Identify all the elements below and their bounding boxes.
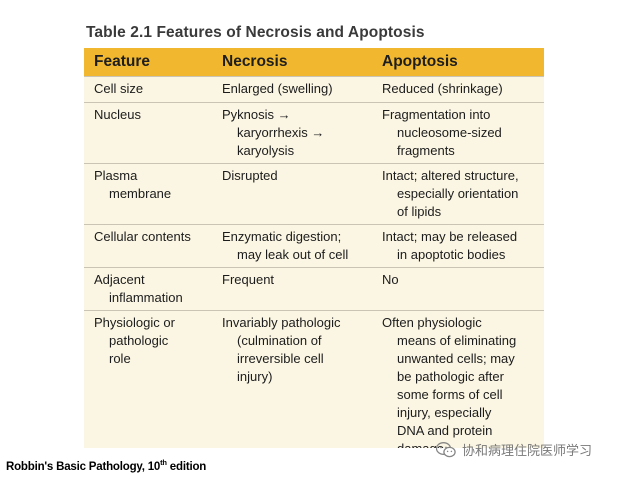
- feature-cell: Cell size: [84, 76, 212, 103]
- table-row: Adjacent inflammation Frequent No: [84, 267, 544, 311]
- features-table-container: Feature Necrosis Apoptosis Cell size Enl…: [84, 48, 544, 448]
- caption-superscript: th: [160, 458, 167, 467]
- watermark: 协和病理住院医师学习: [435, 440, 593, 459]
- source-caption: Robbin's Basic Pathology, 10th edition: [6, 458, 206, 473]
- apoptosis-text: Intact; altered structure, especially or…: [382, 168, 519, 219]
- features-table: Feature Necrosis Apoptosis Cell size Enl…: [84, 48, 544, 448]
- necrosis-text: Enlarged (swelling): [222, 81, 333, 96]
- header-feature: Feature: [84, 48, 212, 77]
- necrosis-text: Pyknosis → karyorrhexis → karyolysis: [222, 107, 325, 158]
- apoptosis-text: Intact; may be released in apoptotic bod…: [382, 229, 518, 262]
- feature-cell: Plasma membrane: [84, 163, 212, 225]
- apoptosis-text: Fragmentation into nucleosome-sized frag…: [382, 107, 502, 158]
- necrosis-cell: Disrupted: [212, 163, 372, 225]
- apoptosis-cell: Reduced (shrinkage): [372, 76, 544, 103]
- necrosis-text: Disrupted: [222, 168, 278, 183]
- apoptosis-cell: Intact; may be released in apoptotic bod…: [372, 224, 544, 268]
- feature-cell: Cellular contents: [84, 224, 212, 268]
- apoptosis-cell: Fragmentation into nucleosome-sized frag…: [372, 102, 544, 164]
- necrosis-text: Frequent: [222, 272, 275, 287]
- caption-suffix: edition: [166, 460, 207, 473]
- apoptosis-text: Reduced (shrinkage): [382, 81, 503, 96]
- feature-text: Cell size: [94, 81, 144, 96]
- feature-cell: Nucleus: [84, 102, 212, 164]
- necrosis-text: Enzymatic digestion; may leak out of cel…: [222, 229, 349, 262]
- table-row: Cell size Enlarged (swelling) Reduced (s…: [84, 76, 544, 103]
- feature-text: Nucleus: [94, 107, 141, 122]
- apoptosis-text: No: [382, 272, 399, 287]
- necrosis-cell: Invariably pathologic (culmination of ir…: [212, 310, 372, 448]
- caption-text: Robbin's Basic Pathology, 10: [6, 460, 161, 473]
- feature-text: Physiologic or pathologic role: [94, 315, 175, 366]
- table-row: Physiologic or pathologic role Invariabl…: [84, 310, 544, 448]
- necrosis-cell: Enzymatic digestion; may leak out of cel…: [212, 224, 372, 268]
- watermark-text: 协和病理住院医师学习: [462, 443, 593, 458]
- apoptosis-cell: No: [372, 267, 544, 311]
- necrosis-text: Invariably pathologic (culmination of ir…: [222, 315, 341, 384]
- header-apoptosis: Apoptosis: [372, 48, 544, 77]
- feature-cell: Physiologic or pathologic role: [84, 310, 212, 448]
- apoptosis-cell: Intact; altered structure, especially or…: [372, 163, 544, 225]
- feature-text: Plasma membrane: [94, 168, 172, 201]
- feature-cell: Adjacent inflammation: [84, 267, 212, 311]
- feature-text: Adjacent inflammation: [94, 272, 183, 305]
- table-row: Plasma membrane Disrupted Intact; altere…: [84, 163, 544, 225]
- table-title: Table 2.1 Features of Necrosis and Apopt…: [86, 24, 425, 41]
- apoptosis-text: Often physiologic means of eliminating u…: [382, 315, 517, 448]
- necrosis-cell: Enlarged (swelling): [212, 76, 372, 103]
- table-row: Cellular contents Enzymatic digestion; m…: [84, 224, 544, 268]
- necrosis-cell: Frequent: [212, 267, 372, 311]
- header-necrosis: Necrosis: [212, 48, 372, 77]
- table-row: Nucleus Pyknosis → karyorrhexis → karyol…: [84, 102, 544, 164]
- feature-text: Cellular contents: [94, 229, 191, 244]
- table-header-row: Feature Necrosis Apoptosis: [84, 48, 544, 77]
- necrosis-cell: Pyknosis → karyorrhexis → karyolysis: [212, 102, 372, 164]
- apoptosis-cell: Often physiologic means of eliminating u…: [372, 310, 544, 448]
- wechat-icon: [435, 441, 456, 458]
